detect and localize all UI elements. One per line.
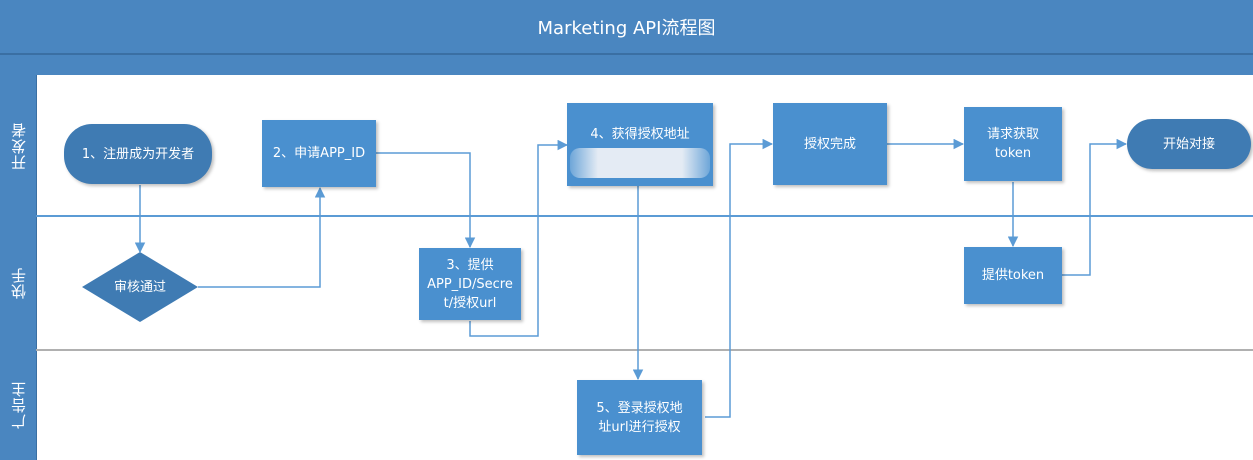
node-request-token-line2: token [994, 146, 1032, 161]
node-auth-done[interactable]: 授权完成 [773, 103, 887, 185]
connector-provide-token-to-start [1062, 138, 1128, 276]
node-login-line2: 址url进行授权 [598, 419, 681, 435]
node-provide-token-label: 提供token [981, 268, 1045, 283]
node-review-label: 审核通过 [113, 279, 166, 295]
node-auth-done-label: 授权完成 [803, 136, 856, 152]
node-provide-token[interactable]: 提供token [964, 247, 1062, 304]
lane-divider-2 [36, 349, 1253, 351]
connector-login-to-auth-done [705, 138, 774, 418]
node-start-integration[interactable]: 开始对接 [1127, 119, 1251, 169]
diagram-title: Marketing API流程图 [537, 17, 716, 39]
lane-header-advertiser: 广告主 [0, 350, 37, 460]
lane-divider-1 [36, 215, 1253, 217]
decision-review-shape [82, 252, 198, 322]
node-provide-credentials[interactable]: 3、提供 APP_ID/Secre t/授权url [419, 248, 521, 320]
lane-header-developer: 开发者 [0, 75, 37, 216]
lane-header-kuaishou: 快手 [0, 216, 37, 350]
header-sub-bar [0, 55, 1253, 75]
node-start-integration-label: 开始对接 [1162, 136, 1215, 152]
node-apply-app-id[interactable]: 2、申请APP_ID [262, 120, 376, 187]
node-request-token[interactable]: 请求获取 token [964, 107, 1062, 181]
connector-provide-to-get-url [469, 139, 569, 337]
node-get-auth-url-label: 4、获得授权地址 [590, 127, 690, 142]
connector-review-to-apply [198, 186, 326, 288]
node-register[interactable]: 1、注册成为开发者 [64, 124, 212, 184]
blurred-text-region [570, 148, 710, 178]
node-login-line1: 5、登录授权地 [596, 400, 683, 416]
node-provide-line3: t/授权url [443, 295, 497, 311]
node-provide-line1: 3、提供 [446, 257, 494, 273]
node-request-token-line1: 请求获取 [986, 127, 1039, 142]
node-apply-app-id-label: 2、申请APP_ID [272, 146, 366, 161]
node-provide-line2: APP_ID/Secre [427, 276, 513, 292]
node-login-authorize[interactable]: 5、登录授权地 址url进行授权 [577, 380, 702, 455]
node-register-label: 1、注册成为开发者 [81, 146, 195, 162]
title-bar: Marketing API流程图 [0, 0, 1253, 55]
connector-apply-to-provide [376, 152, 476, 249]
node-review[interactable]: 审核通过 [92, 272, 188, 302]
